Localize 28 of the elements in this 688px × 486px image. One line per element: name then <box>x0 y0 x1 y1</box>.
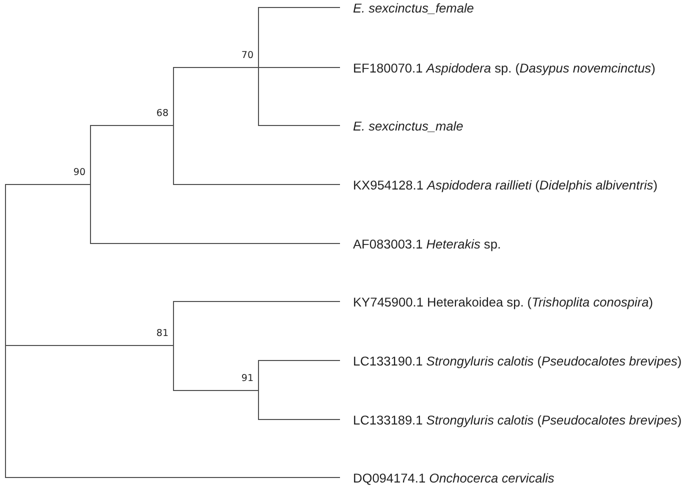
bootstrap-value: 91 <box>239 372 258 390</box>
taxon-label: E. sexcinctus_male <box>340 118 464 133</box>
tree-branch <box>90 125 174 185</box>
tree-branch <box>90 184 340 244</box>
bootstrap-value: 90 <box>71 166 90 184</box>
tree-branch <box>5 184 91 346</box>
tree-branch <box>258 67 340 126</box>
taxon-label: LC133189.1 Strongyluris calotis (Pseudocalotes brevipes) <box>340 412 682 427</box>
taxon-label: EF180070.1 Aspidodera sp. (Dasypus novemcinctus) <box>340 60 656 75</box>
bootstrap-value: 81 <box>154 328 174 346</box>
taxon-label: KX954128.1 Aspidodera raillieti (Didelphis albiventris) <box>340 177 658 192</box>
tree-branch <box>173 67 259 126</box>
taxon-label: AF083003.1 Heterakis sp. <box>340 236 501 251</box>
tree-branch <box>258 7 340 68</box>
bootstrap-value: 68 <box>154 108 174 126</box>
taxon-label: LC133190.1 Strongyluris calotis (Pseudocalotes brevipes) <box>340 353 682 368</box>
taxon-label: E. sexcinctus_female <box>340 0 474 15</box>
tree-branch <box>5 345 174 346</box>
tree-branch <box>258 67 340 68</box>
tree-branch <box>173 345 259 391</box>
tree-branch <box>173 301 340 346</box>
taxon-label: DQ094174.1 Onchocerca cervicalis <box>340 470 554 485</box>
tree-branch <box>5 345 340 478</box>
bootstrap-value: 70 <box>239 50 258 68</box>
tree-branch <box>258 390 340 420</box>
taxon-label: KY745900.1 Heterakoidea sp. (Trishoplita conospira) <box>340 294 653 309</box>
tree-branch <box>173 125 340 185</box>
tree-branch <box>258 360 340 391</box>
